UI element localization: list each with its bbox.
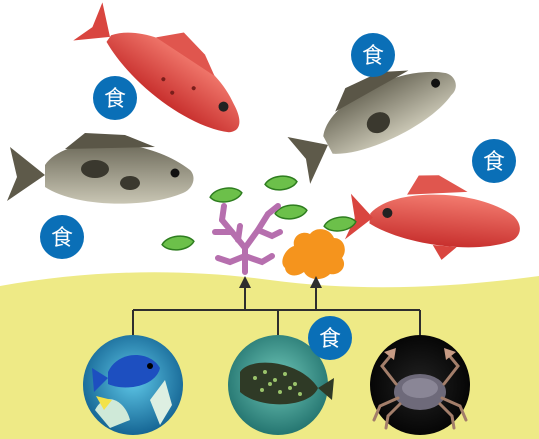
eat-badge: 食 [308,316,352,360]
eat-badge: 食 [472,139,516,183]
algae-leaf [264,175,297,191]
sponge [282,229,345,279]
eat-badge: 食 [93,76,137,120]
eat-label: 食 [362,44,384,69]
eat-badge: 食 [40,215,84,259]
eat-label: 食 [104,87,126,112]
damselfish-circle [83,335,183,435]
red-grouper-fish-top [73,0,265,147]
coral-branching [215,206,280,272]
eat-label: 食 [51,226,73,251]
grouper-fish-left [7,133,194,204]
algae-leaf [161,235,194,252]
crab-circle [370,335,470,435]
eat-badge: 食 [351,33,395,77]
algae-leaf [209,186,243,204]
eat-label: 食 [483,150,505,175]
eat-label: 食 [319,327,341,352]
